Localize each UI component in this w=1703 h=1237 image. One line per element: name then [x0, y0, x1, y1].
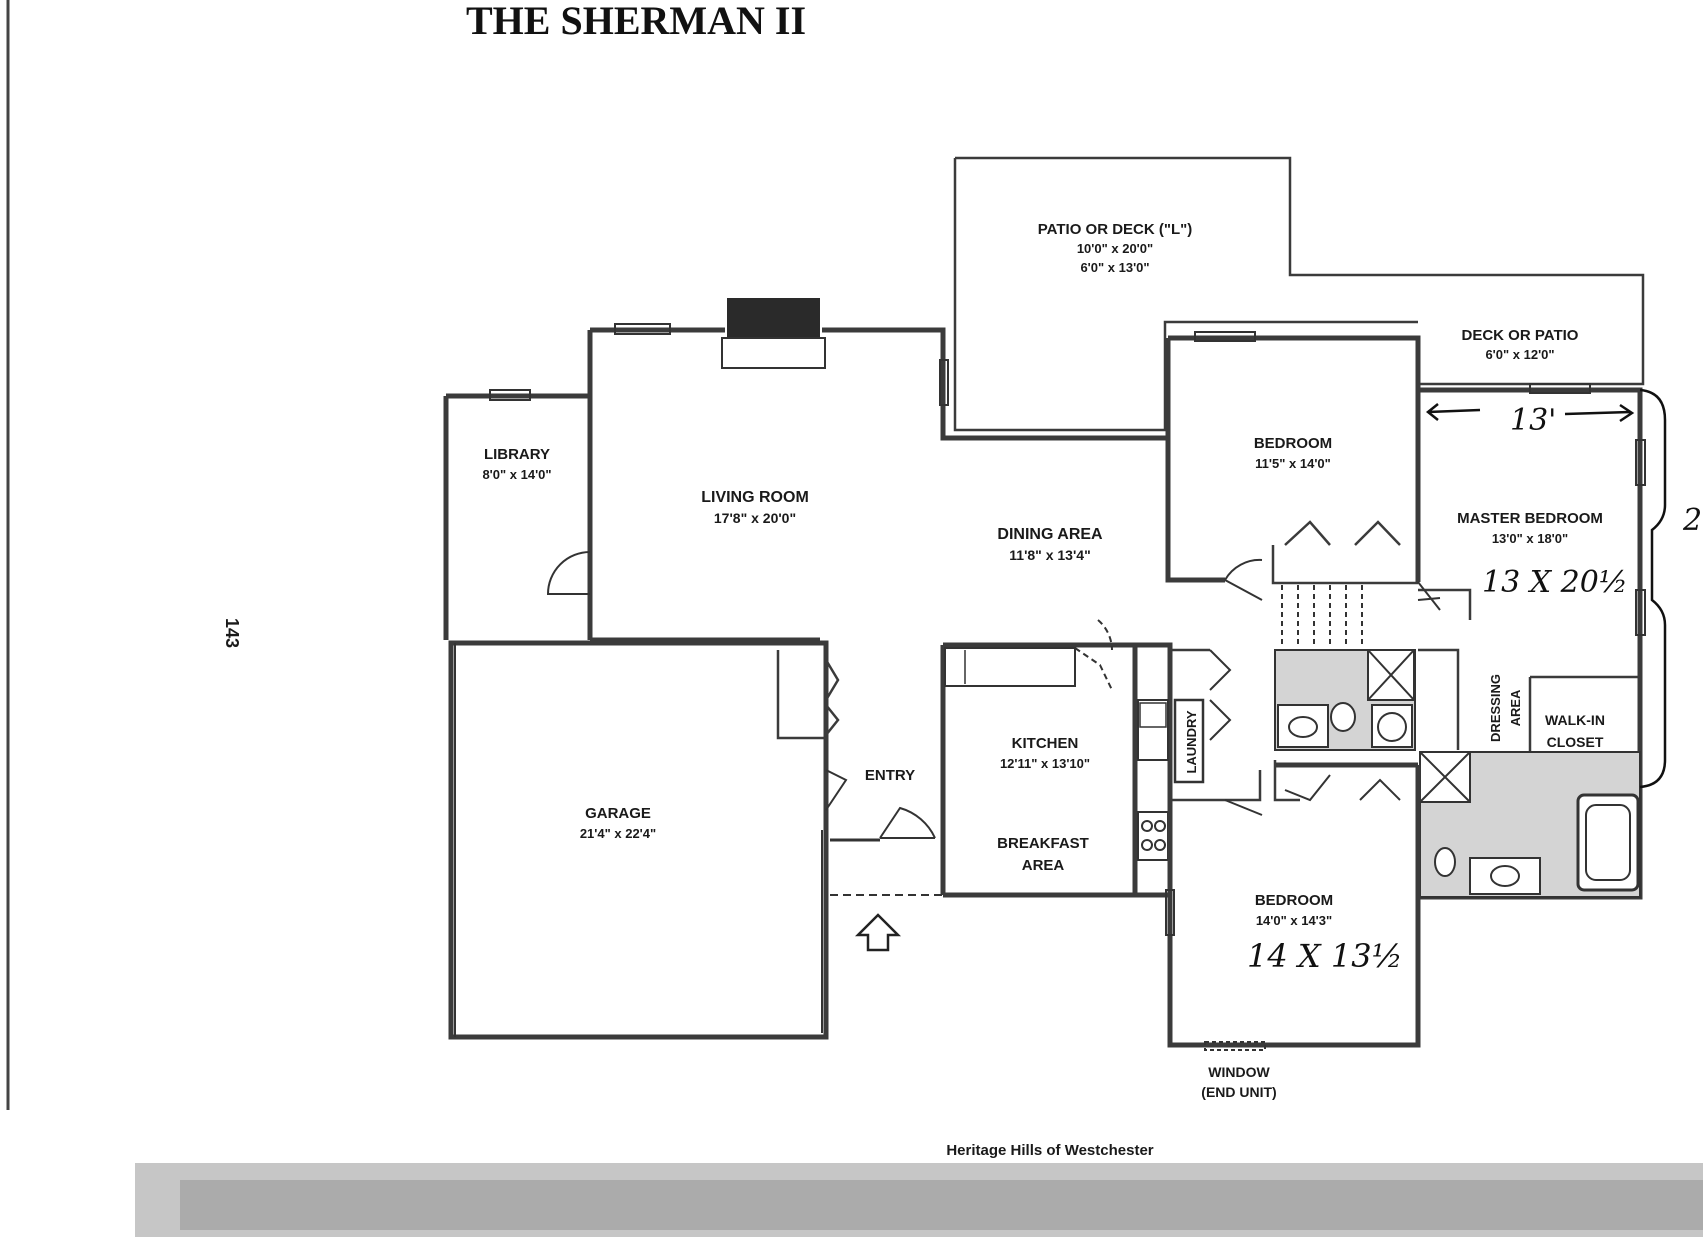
kitchen-dim: 12'11" x 13'10" [1000, 756, 1090, 771]
handwritten-master-width: 13' [1510, 403, 1556, 438]
bedroom2-walls [1167, 762, 1421, 1048]
window-label-2: (END UNIT) [1201, 1084, 1276, 1100]
footer-text: Heritage Hills of Westchester [946, 1142, 1153, 1159]
dining-dim: 11'8" x 13'4" [1009, 547, 1090, 563]
breakfast-label-2: AREA [1022, 857, 1065, 874]
stairs [1281, 585, 1363, 645]
window-label-1: WINDOW [1208, 1064, 1270, 1080]
page-number: 143 [222, 618, 242, 648]
range [1137, 811, 1169, 861]
bedroom1-label: BEDROOM [1254, 435, 1332, 452]
master-toilet [1434, 847, 1456, 877]
master-label: MASTER BEDROOM [1457, 510, 1603, 527]
dining-label: DINING AREA [997, 526, 1103, 543]
master-dim: 13'0" x 18'0" [1492, 531, 1568, 546]
garage-dim: 21'4" x 22'4" [580, 826, 656, 841]
library-dim: 8'0" x 14'0" [482, 467, 551, 482]
patio-dim1: 10'0" x 20'0" [1077, 241, 1153, 256]
refrigerator [1137, 699, 1169, 761]
patio-outline [953, 156, 1645, 432]
fireplace [727, 298, 820, 338]
living-room-label: LIVING ROOM [701, 489, 809, 506]
dressing-label-1: DRESSING [1488, 674, 1503, 742]
bedroom1-dim: 11'5" x 14'0" [1255, 456, 1331, 471]
kitchen-counter [944, 647, 1076, 687]
library-walls [443, 393, 593, 640]
walkin-label-1: WALK-IN [1545, 712, 1605, 728]
laundry-label: LAUNDRY [1184, 710, 1199, 773]
living-room-dim: 17'8" x 20'0" [714, 510, 796, 526]
handwritten-edge-mark: 2 [1682, 503, 1702, 538]
kitchen-walls [943, 642, 1173, 898]
patio-dim2: 6'0" x 13'0" [1080, 260, 1149, 275]
patio-label: PATIO OR DECK ("L") [1038, 221, 1193, 238]
library-door [546, 551, 591, 595]
entry-arrow-icon [854, 913, 902, 952]
end-unit-window [1204, 1041, 1266, 1051]
bedroom2-label: BEDROOM [1255, 892, 1333, 909]
hearth [721, 337, 826, 369]
living-room-walls [590, 327, 1170, 441]
deck-dim: 6'0" x 12'0" [1485, 347, 1554, 362]
bedroom2-dim: 14'0" x 14'3" [1256, 913, 1332, 928]
garage-label: GARAGE [585, 805, 651, 822]
walkin-label-2: CLOSET [1547, 734, 1604, 750]
kitchen-label: KITCHEN [1012, 735, 1079, 752]
bedroom1-closet [1271, 520, 1418, 585]
handwritten-bedroom-dims: 14 X 13½ [1247, 937, 1403, 975]
garage-walls [448, 640, 829, 1040]
entry-label: ENTRY [865, 767, 915, 784]
master-vanity [1469, 857, 1541, 895]
laundry-machine [1173, 698, 1205, 784]
entry-door [879, 806, 936, 839]
plan-title: THE SHERMAN II [466, 0, 806, 43]
hall-toilet [1330, 702, 1356, 732]
deck-label: DECK OR PATIO [1462, 327, 1579, 344]
dressing-label-2: AREA [1508, 689, 1523, 726]
bathtub [1576, 793, 1640, 892]
breakfast-label-1: BREAKFAST [997, 835, 1089, 852]
entry-closet [776, 650, 840, 740]
handwritten-master-dims: 13 X 20½ [1482, 565, 1628, 600]
library-label: LIBRARY [484, 446, 550, 463]
handwritten-arrow [1425, 403, 1635, 423]
handwritten-bracket [1639, 388, 1667, 789]
